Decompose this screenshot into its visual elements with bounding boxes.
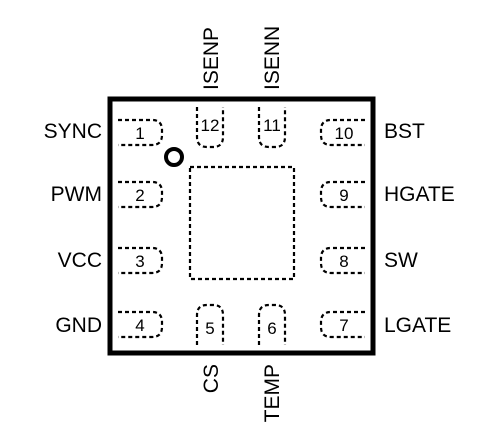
pin-9: 9 HGATE [319, 180, 455, 209]
pin-9-label: HGATE [384, 183, 455, 206]
pin-11: 11 ISENN [257, 26, 287, 149]
pin-12: 12 ISENP [195, 27, 225, 149]
pin-3-label: VCC [58, 249, 102, 272]
pin-3-number: 3 [135, 252, 144, 271]
pin-8: 8 SW [319, 246, 418, 275]
pin-4-pad [118, 310, 164, 339]
pin-5-number: 5 [205, 319, 214, 338]
pin-2-label: PWM [51, 183, 102, 206]
pin-7-label: LGATE [384, 314, 451, 337]
pin-7-pad [319, 310, 365, 339]
package-body [107, 96, 376, 356]
pin-11-number: 11 [263, 116, 281, 135]
pin-4: 4 GND [55, 310, 164, 339]
pin-12-number: 12 [201, 116, 220, 135]
pin-10: 10 BST [319, 118, 425, 147]
pin-1-pad [118, 118, 164, 147]
pin-10-number: 10 [335, 124, 354, 143]
pin-8-label: SW [384, 249, 418, 272]
pin-10-pad [319, 118, 365, 147]
pin-7: 7 LGATE [319, 310, 451, 339]
pin-3-pad [118, 246, 164, 275]
pin-2: 2 PWM [51, 180, 164, 209]
pin-6-pad [257, 303, 287, 345]
pin-8-pad [319, 246, 365, 275]
pin-6-number: 6 [267, 319, 276, 338]
exposed-pad [188, 165, 296, 281]
pin-11-pad [257, 107, 287, 149]
pin-1-label: SYNC [44, 120, 102, 143]
pin-6-label: TEMP [261, 364, 284, 422]
pin1-marker-icon [164, 147, 184, 167]
pin-12-label: ISENP [200, 27, 223, 90]
pin-5-pad [195, 303, 225, 345]
pin-8-number: 8 [339, 252, 348, 271]
pin-4-label: GND [55, 314, 102, 337]
pin-11-label: ISENN [261, 26, 284, 90]
pin-1-number: 1 [135, 124, 144, 143]
pin-4-number: 4 [135, 316, 144, 335]
pin-1: 1 SYNC [44, 118, 164, 147]
pin-7-number: 7 [339, 316, 348, 335]
pin-12-pad [195, 107, 225, 149]
pin-2-number: 2 [135, 186, 144, 205]
pin-6: 6 TEMP [257, 303, 287, 422]
pin-5-label: CS [200, 364, 223, 393]
pin-9-number: 9 [339, 186, 348, 205]
pin-10-label: BST [384, 120, 425, 143]
pin-3: 3 VCC [58, 246, 164, 275]
pin-9-pad [319, 180, 365, 209]
pin-2-pad [118, 180, 164, 209]
pin-5: 5 CS [195, 303, 225, 393]
